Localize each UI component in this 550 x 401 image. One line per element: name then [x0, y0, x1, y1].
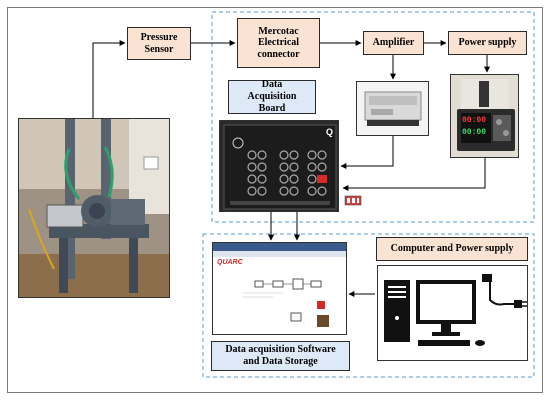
power-supply-box: Power supply	[448, 31, 527, 55]
software-illustration	[213, 243, 346, 334]
figure-frame	[7, 7, 543, 393]
test-rig-photo	[18, 118, 170, 298]
psu-display-line-1: 00:00	[462, 116, 487, 125]
computer-illustration	[377, 265, 528, 361]
terminal-block-icon	[344, 195, 362, 206]
daq-board-photo: Q	[219, 120, 339, 212]
computer-region	[202, 233, 535, 378]
software-screenshot: QUARC	[212, 242, 347, 335]
pressure-sensor-box: Pressure Sensor	[127, 27, 191, 60]
power-supply-label: Power supply	[458, 37, 517, 49]
test-rig-illustration	[19, 119, 169, 297]
arrow-psu-to-board	[342, 158, 486, 191]
power-supply-photo: 00:00 00:00	[450, 74, 519, 158]
arrow-amplifier-to-board	[340, 136, 394, 169]
psu-display-line-2: 00:00	[462, 128, 487, 137]
quarc-logo: QUARC	[217, 259, 243, 266]
computer-power-box: Computer and Power supply	[376, 237, 528, 261]
daq-board-illustration: Q	[220, 121, 338, 211]
amplifier-photo	[356, 81, 429, 136]
pressure-sensor-label: Pressure Sensor	[140, 32, 178, 55]
mercotac-label: Mercotac Electrical connector	[257, 25, 300, 60]
power-supply-illustration	[451, 75, 518, 157]
computer-drawing	[384, 274, 527, 346]
computer-power-label: Computer and Power supply	[390, 243, 514, 255]
daq-board-label: Data Acquisition Board	[247, 79, 297, 114]
amplifier-label: Amplifier	[372, 37, 415, 49]
amplifier-box: Amplifier	[363, 31, 424, 55]
acquisition-region	[211, 11, 535, 223]
daq-board-box: Data Acquisition Board	[228, 79, 316, 114]
svg-text:Q: Q	[326, 127, 333, 137]
arrow-rig-to-sensor	[92, 40, 126, 118]
daq-software-box: Data acquisition Software and Data Stora…	[211, 341, 350, 371]
amplifier-illustration	[357, 82, 428, 135]
mercotac-box: Mercotac Electrical connector	[237, 18, 320, 68]
daq-software-label: Data acquisition Software and Data Stora…	[225, 344, 336, 367]
